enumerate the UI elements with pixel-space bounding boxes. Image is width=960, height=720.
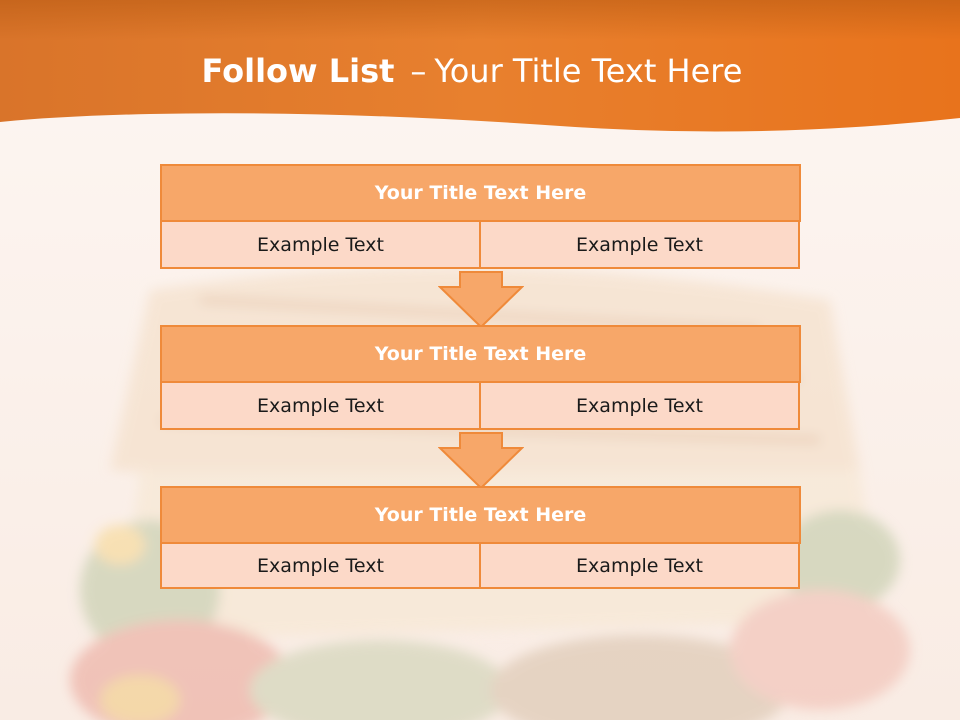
header-band xyxy=(0,0,960,132)
block-title: Your Title Text Here xyxy=(160,325,801,383)
block-cell-right: Example Text xyxy=(480,542,800,589)
block-cell-right: Example Text xyxy=(480,381,800,430)
block-cell-left: Example Text xyxy=(160,542,480,589)
block-cell-left: Example Text xyxy=(160,220,480,269)
slide-title-bold: Follow List xyxy=(201,52,395,90)
block-cell-left: Example Text xyxy=(160,381,480,430)
slide-title-dash: – xyxy=(410,52,427,90)
down-arrow-icon xyxy=(438,271,524,329)
block-title: Your Title Text Here xyxy=(160,486,801,544)
down-arrow-icon xyxy=(438,432,524,490)
block-title: Your Title Text Here xyxy=(160,164,801,222)
slide-title: Follow List–Your Title Text Here xyxy=(0,52,944,90)
slide-title-rest: Your Title Text Here xyxy=(434,52,743,90)
block-cell-right: Example Text xyxy=(480,220,800,269)
